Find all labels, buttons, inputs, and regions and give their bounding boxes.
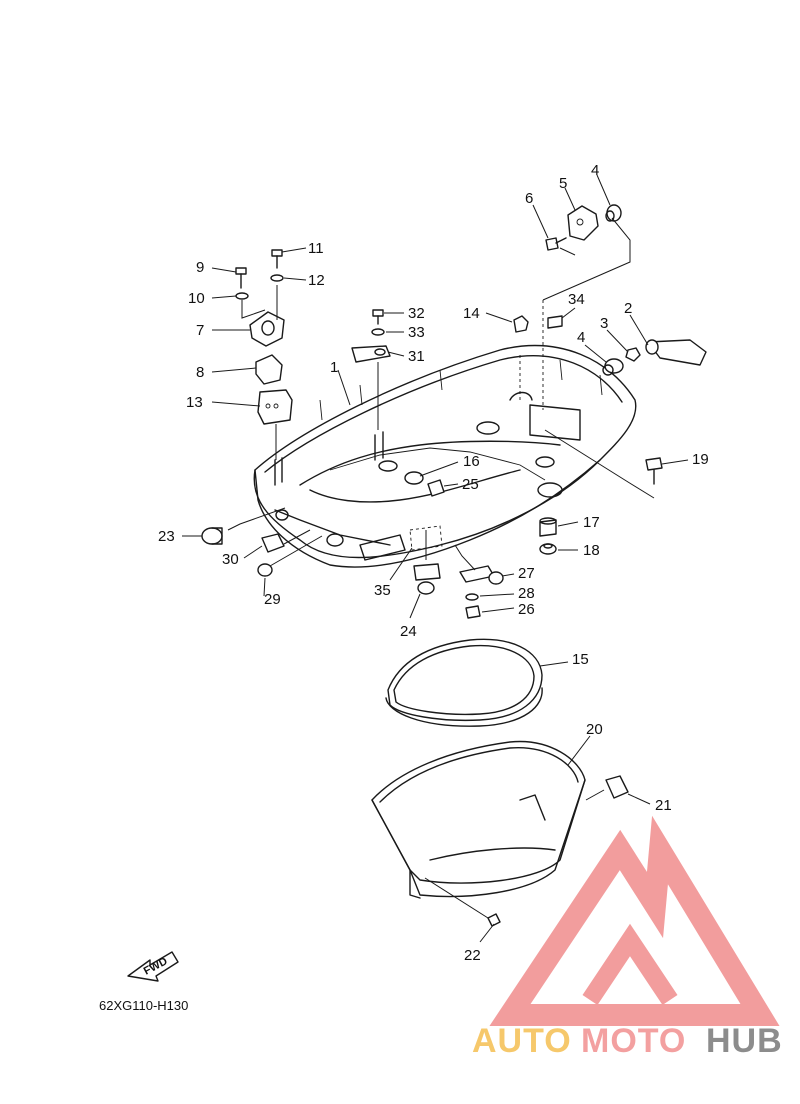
part-8-holder — [255, 354, 283, 385]
callout-labels: 1 2 3 4 4 5 6 7 8 9 10 11 12 13 14 15 16… — [158, 162, 709, 964]
part-30-grommet — [261, 533, 285, 553]
callout-4-upper: 4 — [591, 162, 599, 179]
part-28-washer — [465, 593, 479, 601]
watermark-part-hub: HUB — [706, 1022, 783, 1060]
part-26-bolt — [465, 605, 481, 619]
callout-13: 13 — [186, 394, 203, 411]
callout-25: 25 — [462, 476, 479, 493]
part-12-washer — [270, 274, 284, 282]
callout-30: 30 — [222, 551, 239, 568]
part-27-bracket — [459, 565, 504, 585]
part-16-grommet — [404, 471, 424, 485]
part-9-bolt — [235, 267, 247, 289]
part-6-bolt — [545, 237, 567, 251]
callout-19: 19 — [692, 451, 709, 468]
callout-6: 6 — [525, 190, 533, 207]
callout-23: 23 — [158, 528, 175, 545]
callout-2: 2 — [624, 300, 632, 317]
diagram-code: 62XG110-H130 — [99, 998, 188, 1013]
callout-32: 32 — [408, 305, 425, 322]
part-29-bushing — [257, 563, 273, 577]
callout-12: 12 — [308, 272, 325, 289]
callout-4: 4 — [577, 329, 585, 346]
part-4-bushing — [602, 358, 624, 376]
callout-17: 17 — [583, 514, 600, 531]
part-33-washer — [371, 328, 385, 336]
part-7-clamp — [249, 311, 285, 347]
part-25-clip — [427, 479, 445, 497]
callout-22: 22 — [464, 947, 481, 964]
part-2-lever — [645, 339, 707, 366]
callout-11: 11 — [308, 240, 324, 257]
callout-28: 28 — [518, 585, 535, 602]
part-19-screw — [645, 457, 663, 485]
part-15-seal — [385, 638, 543, 727]
callout-31: 31 — [408, 348, 425, 365]
part-17-mount — [539, 517, 557, 537]
part-23-plug — [201, 527, 223, 545]
part-14-grommet — [513, 315, 529, 333]
callout-14: 14 — [463, 305, 480, 322]
part-35-label — [409, 525, 443, 551]
part-20-cover — [371, 740, 586, 899]
part-3-nut — [625, 347, 641, 362]
part-22-screw — [487, 913, 501, 927]
part-32-bolt — [372, 309, 384, 325]
callout-15: 15 — [572, 651, 589, 668]
part-4-bushing-upper — [605, 204, 622, 222]
callout-3: 3 — [600, 315, 608, 332]
callout-8: 8 — [196, 364, 204, 381]
watermark-logo — [489, 815, 780, 1026]
bottom-cowling — [253, 300, 637, 568]
part-31-link — [351, 345, 391, 363]
callout-29: 29 — [264, 591, 281, 608]
callout-27: 27 — [518, 565, 535, 582]
part-10-washer — [235, 292, 249, 300]
callout-26: 26 — [518, 601, 535, 618]
callout-33: 33 — [408, 324, 425, 341]
callout-10: 10 — [188, 290, 205, 307]
leader-lines — [182, 174, 689, 943]
callout-34: 34 — [568, 291, 585, 308]
callout-21: 21 — [655, 797, 672, 814]
callout-20: 20 — [586, 721, 603, 738]
watermark-text: AUTO MOTO HUB — [472, 1022, 783, 1060]
part-21-clip — [605, 775, 629, 799]
callout-5: 5 — [559, 175, 567, 192]
callout-1: 1 — [330, 359, 338, 376]
callout-16: 16 — [463, 453, 480, 470]
part-11-bolt — [271, 249, 283, 269]
part-34-label — [547, 315, 563, 329]
callout-7: 7 — [196, 322, 204, 339]
callout-35: 35 — [374, 582, 391, 599]
part-13-block — [257, 389, 293, 425]
part-24-drain — [413, 563, 441, 595]
part-18-mount — [539, 543, 557, 555]
callout-18: 18 — [583, 542, 600, 559]
part-5-bracket — [567, 205, 599, 241]
watermark-part-auto: AUTO — [472, 1022, 572, 1060]
callout-9: 9 — [196, 259, 204, 276]
fwd-arrow-icon: FWD — [127, 951, 179, 982]
watermark-part-moto: MOTO — [581, 1022, 686, 1060]
callout-24: 24 — [400, 623, 417, 640]
